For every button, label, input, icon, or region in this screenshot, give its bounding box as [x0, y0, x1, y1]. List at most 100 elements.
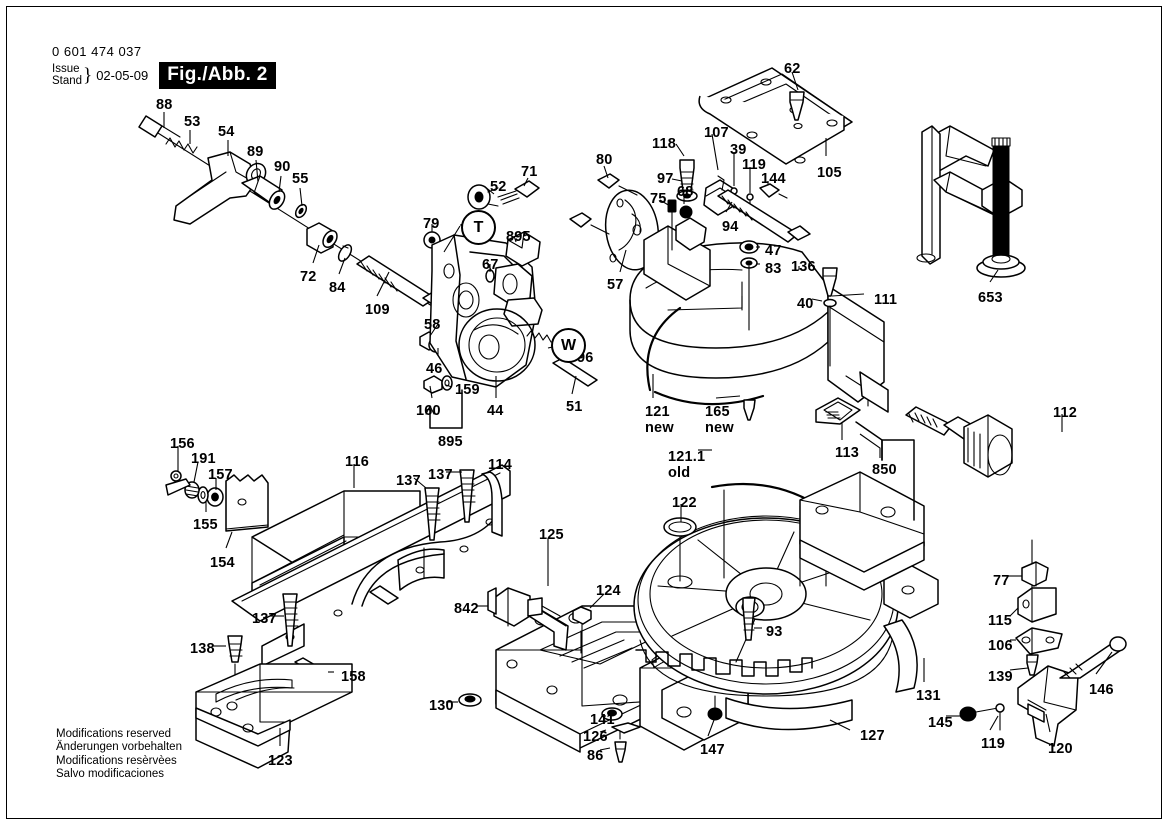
- footer-line-en: Modifications reserved: [56, 728, 172, 740]
- part-number: 160: [416, 403, 441, 419]
- part-label-89: 89: [247, 145, 264, 160]
- part-label-158: 158: [341, 670, 366, 685]
- part-895-bushing: [505, 231, 541, 267]
- part-136-bolt: [822, 267, 838, 297]
- part-number: 44: [487, 403, 504, 419]
- part-number: 53: [184, 114, 201, 130]
- part-number: 895: [438, 434, 463, 450]
- part-label-120: 120: [1048, 742, 1073, 757]
- part-157-nut: [206, 487, 224, 507]
- part-number: 39: [730, 142, 747, 158]
- part-number: 57: [607, 277, 624, 293]
- part-label-137: 137: [428, 468, 453, 483]
- part-number: 62: [784, 61, 801, 77]
- part-68-nut: [679, 205, 693, 219]
- part-154-bracket: [225, 474, 269, 532]
- part-53-spring: [165, 137, 198, 154]
- part-number-qualifier: new: [645, 419, 674, 436]
- part-number: 54: [218, 124, 235, 140]
- part-label-68: 68: [677, 185, 694, 200]
- part-number: 137: [252, 611, 277, 627]
- part-number: 113: [835, 445, 859, 461]
- part-label-44: 44: [487, 404, 504, 419]
- part-label-118: 118: [652, 137, 676, 152]
- part-label-145: 145: [928, 716, 953, 731]
- part-number: 124: [596, 583, 621, 599]
- part-number: 137: [428, 467, 453, 483]
- part-113-pad: [815, 397, 861, 425]
- part-label-55: 55: [292, 172, 309, 187]
- part-72-nut: [306, 222, 338, 254]
- part-label-850: 850: [872, 463, 897, 478]
- part-84-circlip: [337, 244, 353, 262]
- part-number: 111: [874, 292, 898, 308]
- stand-label: Stand: [52, 74, 83, 87]
- part-label-105: 105: [817, 166, 842, 181]
- part-number: 88: [156, 97, 173, 113]
- part-label-156: 156: [170, 437, 195, 452]
- part-80-bolt-lower: [569, 212, 610, 235]
- part-label-139: 139: [988, 670, 1013, 685]
- part-62-bolt: [789, 91, 805, 121]
- marker-t: T: [461, 210, 496, 245]
- part-number: 55: [292, 171, 309, 187]
- turntable-assembly: [633, 471, 939, 731]
- part-112-knob: [905, 406, 1013, 478]
- part-number: 75: [650, 191, 667, 207]
- part-label-79: 79: [423, 217, 440, 232]
- footer-line-de: Änderungen vorbehalten: [56, 741, 182, 754]
- part-label-127: 127: [860, 729, 885, 744]
- part-number: 165: [705, 404, 730, 420]
- part-label-88: 88: [156, 98, 173, 113]
- part-label-51: 51: [566, 400, 583, 415]
- part-label-191: 191: [191, 452, 216, 467]
- part-label-86: 86: [587, 749, 604, 764]
- part-label-57: 57: [607, 278, 624, 293]
- part-145-nut: [959, 706, 999, 722]
- leader-lines: [163, 71, 1113, 751]
- issue-stand-labels: Issue Stand: [52, 63, 83, 87]
- header-block: 0 601 474 037 Issue Stand } 02-05-09 Fig…: [52, 44, 276, 89]
- part-number: 123: [268, 753, 293, 769]
- part-label-136: 136: [791, 260, 816, 275]
- part-number-qualifier: old: [668, 464, 691, 481]
- part-122-ring: [663, 517, 697, 589]
- part-77-clip: [1021, 561, 1049, 587]
- part-number: 191: [191, 451, 216, 467]
- figure-badge: Fig./Abb. 2: [159, 62, 276, 89]
- part-137-bolt-a: [424, 487, 441, 541]
- part-number: 127: [860, 728, 885, 744]
- part-number: 97: [657, 171, 674, 187]
- part-number: 90: [274, 159, 291, 175]
- part-105-rail: [698, 67, 853, 165]
- part-number: 121.1: [668, 449, 706, 465]
- part-label-67: 67: [482, 258, 499, 273]
- part-label-93: 93: [766, 625, 783, 640]
- part-number: 79: [423, 216, 440, 232]
- part-47-nut: [739, 240, 759, 254]
- part-number: 126: [583, 729, 608, 745]
- part-number: 147: [700, 742, 725, 758]
- part-number: 58: [424, 317, 441, 333]
- part-number: 121: [645, 404, 670, 420]
- part-160-screw: [423, 375, 443, 394]
- part-119-pin-lower: [995, 703, 1005, 731]
- part-86-screw: [614, 741, 627, 763]
- part-label-107: 107: [704, 126, 729, 141]
- part-label-146: 146: [1089, 683, 1114, 698]
- part-number: 119: [742, 157, 766, 173]
- part-label-157: 157: [208, 468, 233, 483]
- part-96-spring: [526, 330, 552, 343]
- part-number: 144: [761, 171, 786, 187]
- switch-bracket-assembly: [959, 539, 1127, 747]
- part-83-washer: [740, 257, 758, 269]
- part-653-work-clamp: [916, 125, 1026, 278]
- part-90-washer: [268, 190, 286, 210]
- part-label-154: 154: [210, 556, 235, 571]
- part-130-foot: [458, 693, 482, 707]
- part-number: 118: [652, 136, 676, 152]
- part-165-bolt: [743, 399, 756, 421]
- handle-spindle-assembly: [138, 115, 471, 394]
- part-number: 122: [672, 495, 697, 511]
